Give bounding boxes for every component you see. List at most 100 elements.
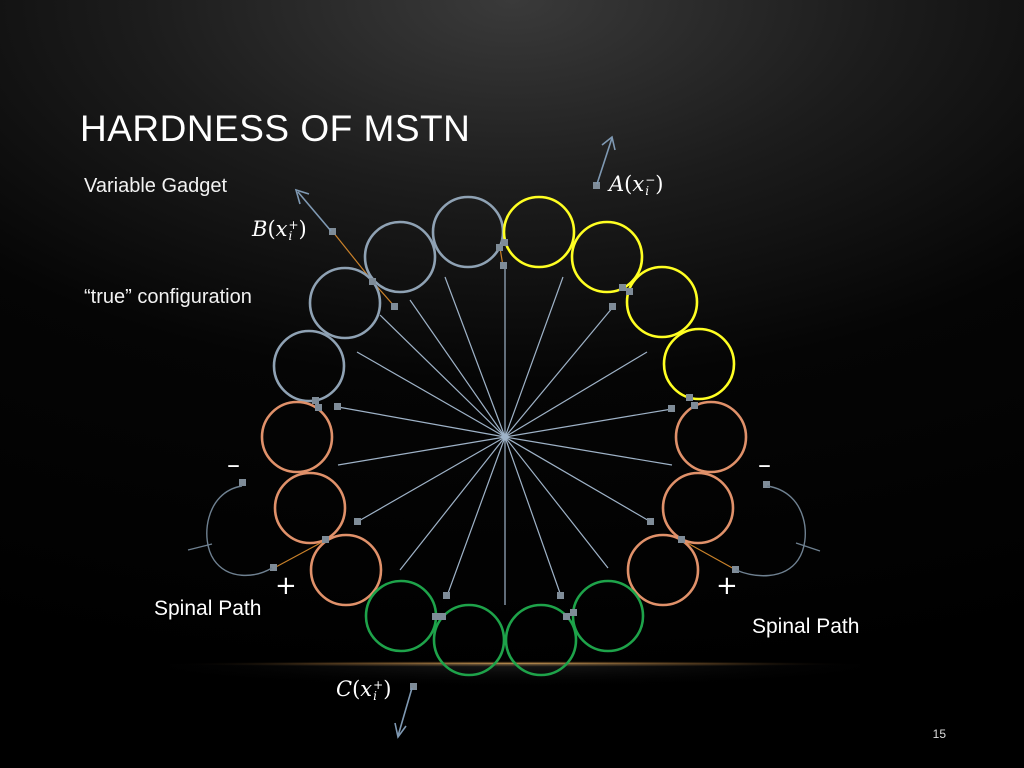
yellow-circle <box>662 327 736 401</box>
math-b-close: ) <box>298 217 307 241</box>
math-c-var: x <box>360 677 373 701</box>
minus-sign-right: – <box>758 450 771 480</box>
spoke <box>337 406 506 438</box>
spoke <box>504 306 614 438</box>
spoke <box>356 436 506 523</box>
math-label-a: A(x−i) <box>609 172 663 197</box>
plus-sign-left: + <box>275 571 297 601</box>
math-a-fn: A <box>609 172 625 196</box>
spoke <box>504 276 564 438</box>
yellow-circle <box>625 265 699 339</box>
spoke <box>504 436 652 523</box>
spokes <box>337 262 673 605</box>
node <box>329 228 336 235</box>
floor-reflection <box>170 664 860 704</box>
math-a-var: x <box>632 172 645 196</box>
spoke <box>337 436 506 466</box>
spinal-path-label-left: Spinal Path <box>154 597 262 620</box>
spoke <box>504 436 673 466</box>
spoke <box>399 436 506 571</box>
node <box>763 481 770 488</box>
arrow-a <box>596 137 613 185</box>
spoke <box>409 299 506 438</box>
node <box>500 262 507 269</box>
spinal-path-right-tick <box>795 542 821 552</box>
node <box>732 566 739 573</box>
node <box>439 613 446 620</box>
math-label-b: B(x+i) <box>252 217 307 242</box>
orange-circle <box>309 533 383 607</box>
node <box>391 303 398 310</box>
green-circle <box>571 579 645 653</box>
node <box>410 683 417 690</box>
node <box>619 284 626 291</box>
node <box>312 397 319 404</box>
math-c-close: ) <box>383 677 392 701</box>
edge <box>273 539 327 569</box>
math-label-c: C(x+i) <box>336 677 391 702</box>
orange-circle <box>674 400 748 474</box>
orange-circle <box>273 471 347 545</box>
node <box>668 405 675 412</box>
spoke <box>504 351 648 438</box>
orange-circle <box>661 471 735 545</box>
green-circle <box>432 603 506 677</box>
node <box>678 536 685 543</box>
math-b-sub: i <box>288 228 293 243</box>
edge <box>681 539 737 571</box>
node <box>557 592 564 599</box>
node <box>496 244 503 251</box>
nodes <box>239 182 770 690</box>
gadget-circles <box>260 195 748 677</box>
node <box>239 479 246 486</box>
spoke <box>504 436 562 597</box>
node <box>570 609 577 616</box>
arrow-c <box>397 687 413 737</box>
math-c-sub: i <box>373 688 377 703</box>
green-circle <box>504 603 578 677</box>
arrow-b <box>297 191 332 232</box>
math-c-open: ( <box>352 677 361 701</box>
math-a-close: ) <box>655 172 664 196</box>
spinal-path-right <box>735 485 806 577</box>
node <box>432 613 439 620</box>
yellow-circle <box>570 220 644 294</box>
math-a-sub: i <box>645 183 650 198</box>
gray-circle <box>308 266 382 340</box>
node <box>501 239 508 246</box>
spoke <box>356 351 506 438</box>
spoke <box>444 276 506 438</box>
orange-circle <box>260 400 334 474</box>
math-b-scripts: +i <box>288 217 299 243</box>
arrow-c-head <box>394 722 407 739</box>
math-b-fn: B <box>252 217 268 241</box>
node <box>563 613 570 620</box>
slide-title: HARDNESS OF MSTN <box>80 108 471 149</box>
math-c-scripts: +i <box>373 677 384 703</box>
spinal-path-label-right: Spinal Path <box>752 615 860 638</box>
node <box>443 592 450 599</box>
subtitle-variable-gadget: Variable Gadget <box>84 175 228 197</box>
math-a-sup: − <box>645 172 656 187</box>
math-c-sup: + <box>373 677 384 692</box>
arrow-b-head <box>294 188 310 205</box>
spinal-path-left-tick <box>187 543 213 551</box>
gray-circle <box>431 195 505 269</box>
arrows <box>294 135 616 739</box>
node <box>626 288 633 295</box>
node <box>315 404 322 411</box>
node <box>369 278 376 285</box>
math-b-sup: + <box>288 217 299 232</box>
orange-circle <box>626 533 700 607</box>
node <box>686 394 693 401</box>
math-b-var: x <box>275 217 288 241</box>
true-configuration-label: “true” configuration <box>84 286 252 308</box>
node <box>354 518 361 525</box>
math-a-open: ( <box>624 172 633 196</box>
node <box>691 402 698 409</box>
spinal-path-left <box>206 485 273 577</box>
minus-sign-left: – <box>227 450 240 480</box>
yellow-circle <box>502 195 576 269</box>
math-b-open: ( <box>267 217 276 241</box>
